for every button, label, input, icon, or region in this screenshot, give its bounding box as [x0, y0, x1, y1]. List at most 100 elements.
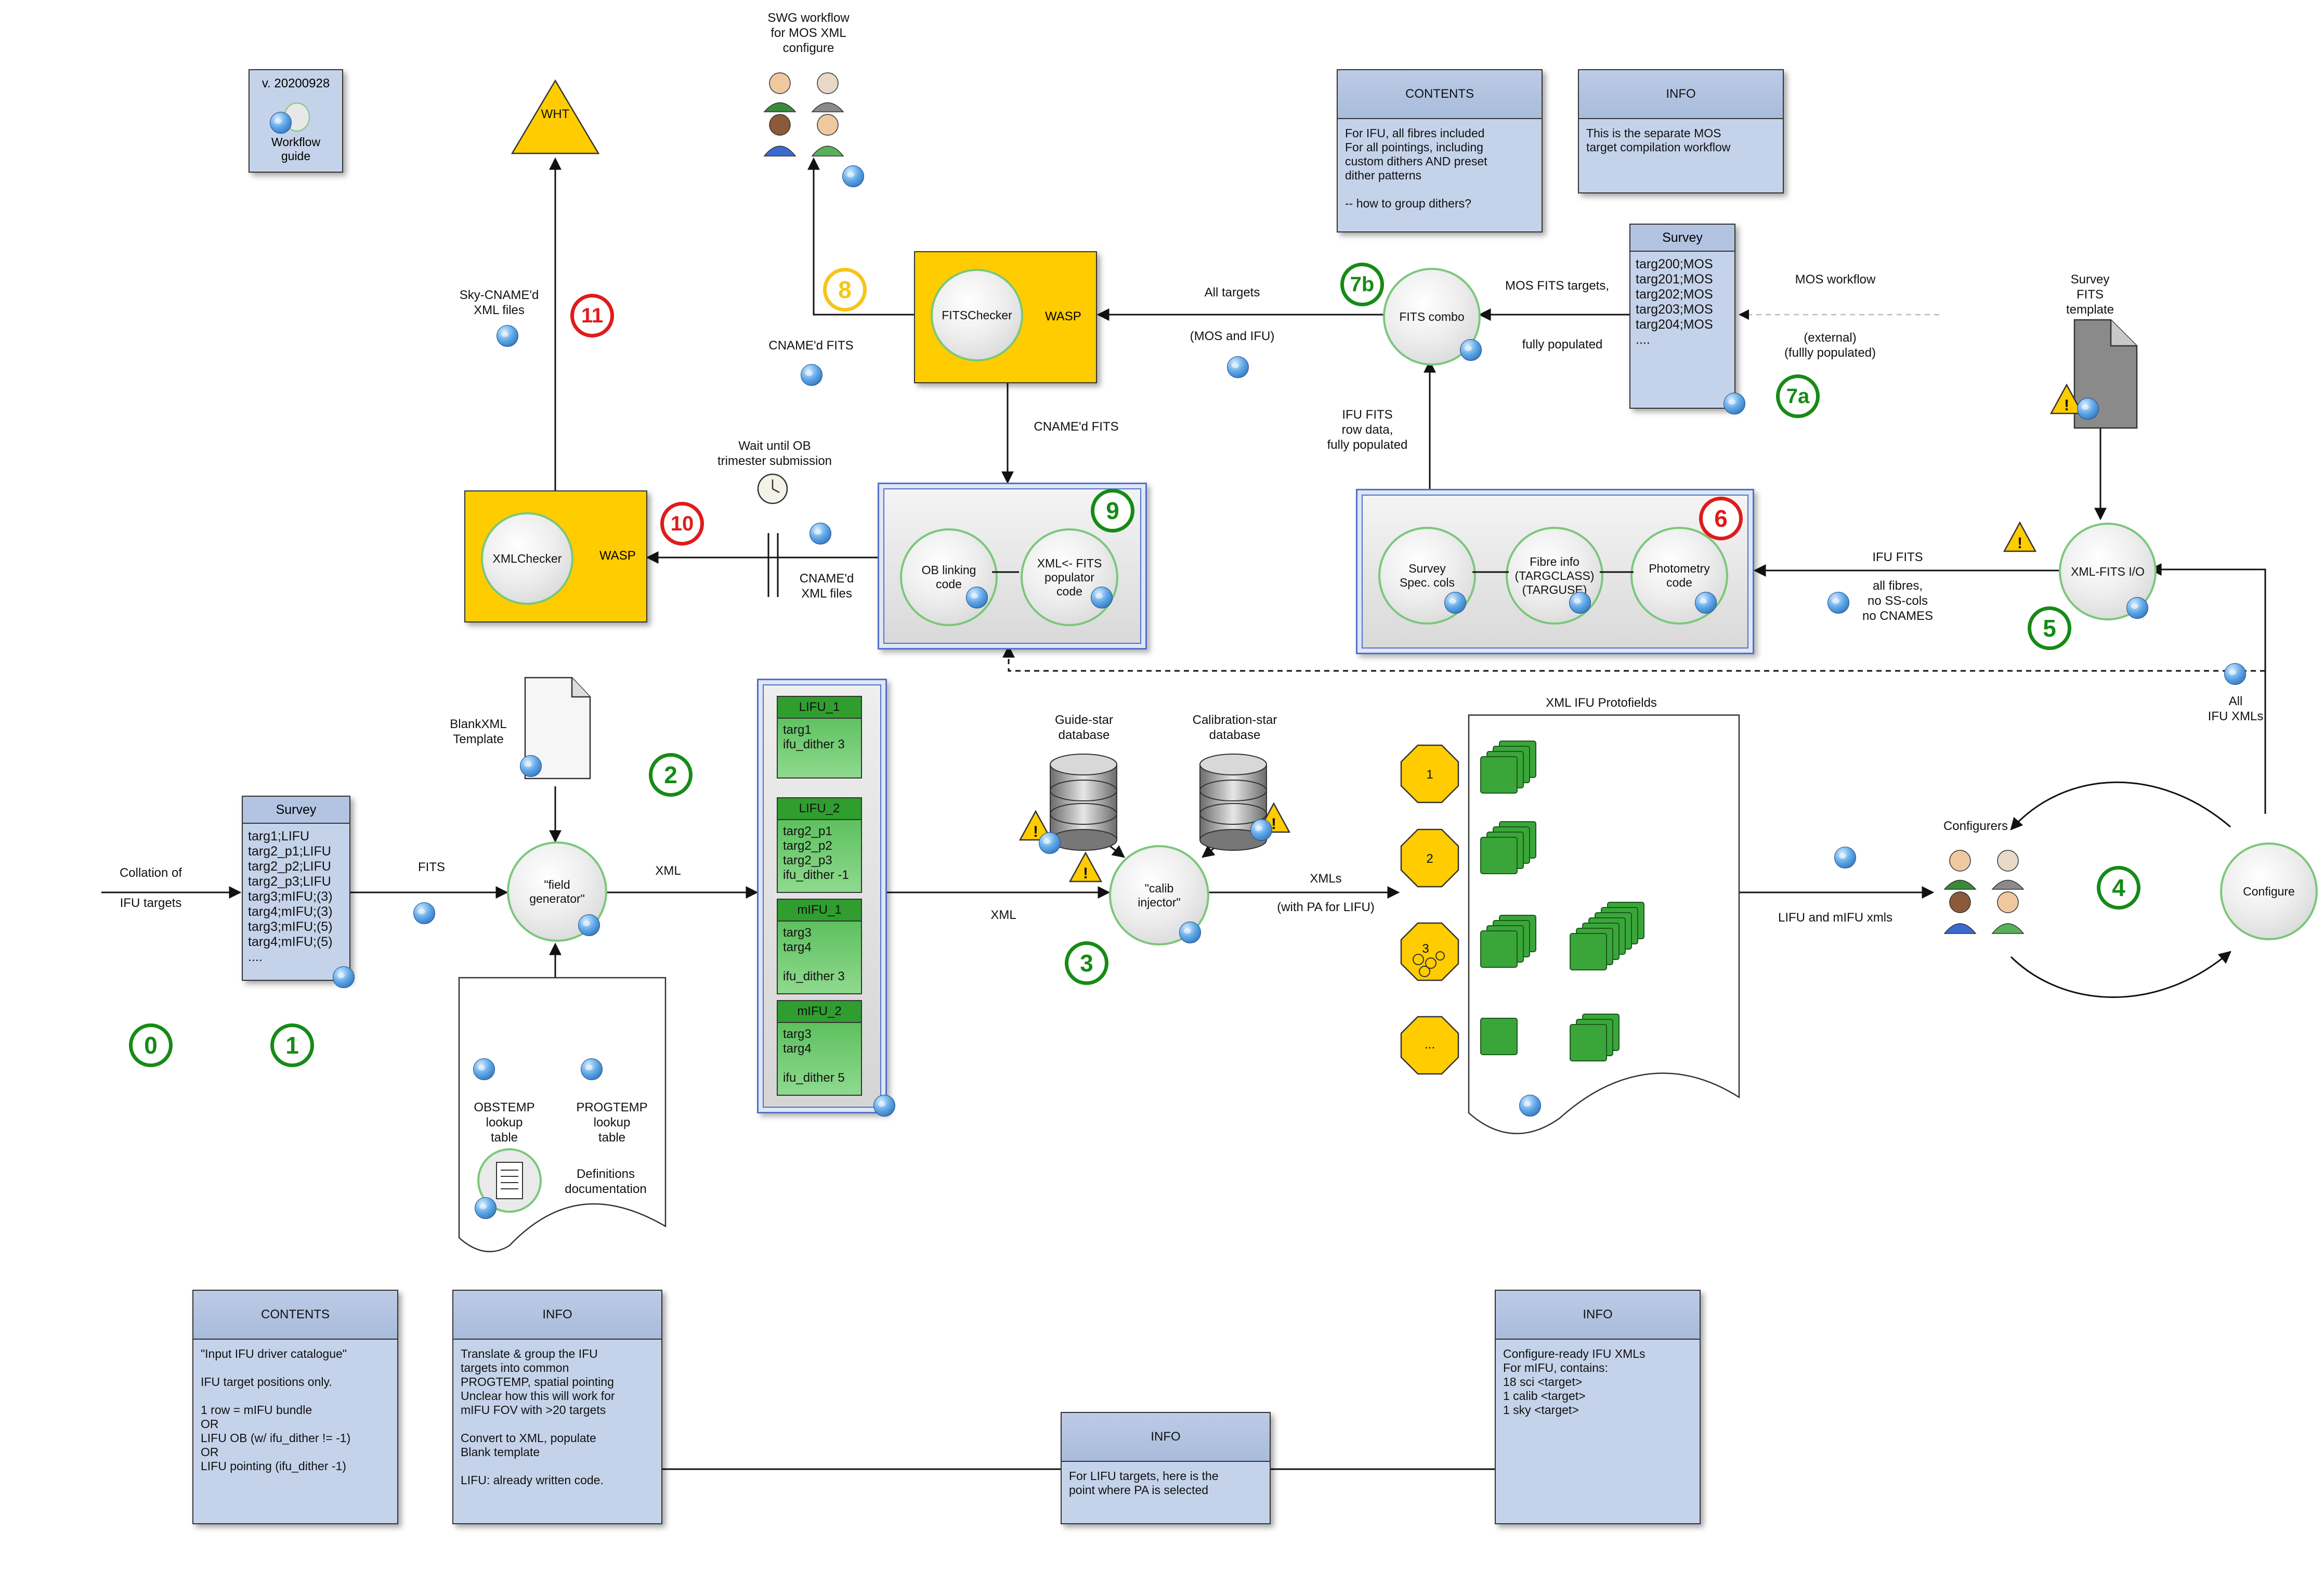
octagon-2-label: 2 — [1426, 852, 1433, 866]
globe-icon — [1827, 592, 1849, 614]
globe-icon — [333, 966, 355, 988]
xmlchecker-wasp-box[interactable]: XMLChecker WASP — [464, 490, 647, 623]
configurers-label: Configurers — [1943, 819, 2008, 833]
fits-combo-node[interactable]: FITS combo — [1383, 268, 1481, 366]
step-7a-badge: 7a — [1776, 374, 1820, 418]
info-card-bottom-3-title: INFO — [1496, 1291, 1700, 1340]
mos-fits-targets-label: MOS FITS targets, — [1505, 279, 1610, 293]
arrow-configurers-to-configure — [2010, 951, 2231, 998]
globe-icon — [497, 325, 518, 347]
info-card-bottom-1-title: INFO — [453, 1291, 661, 1340]
svg-text:!: ! — [1271, 815, 1276, 833]
blank-template-label: BlankXML Template — [450, 717, 507, 746]
globe-icon — [873, 1095, 895, 1117]
green-card-lifu-1-title: LIFU_1 — [778, 697, 861, 719]
step-8-badge: 8 — [823, 268, 867, 312]
fibre-info-node[interactable]: Fibre info (TARGCLASS) (TARGUSE) — [1506, 527, 1603, 625]
xmlchecker-node[interactable]: XMLChecker — [481, 512, 573, 605]
globe-icon — [966, 587, 988, 608]
guide-star-database-shape — [1050, 754, 1117, 851]
green-card-lifu-1[interactable]: LIFU_1 targ1 ifu_dither 3 — [777, 696, 862, 779]
globe-icon — [1091, 587, 1113, 608]
green-card-mifu-1-title: mIFU_1 — [778, 900, 861, 922]
configure-label: Configure — [2243, 884, 2295, 898]
ob-linking-connector — [992, 571, 1019, 573]
configure-node[interactable]: Configure — [2220, 842, 2318, 940]
svg-text:!: ! — [1033, 823, 1038, 840]
survey-ifu-table[interactable]: Survey targ1;LIFU targ2_p1;LIFU targ2_p2… — [242, 796, 350, 981]
info-card-bottom-2: INFO For LIFU targets, here is the point… — [1061, 1412, 1271, 1524]
warning-icon-guide-db — [1019, 810, 1053, 841]
survey-mos-table[interactable]: Survey targ200;MOS targ201;MOS targ202;M… — [1629, 224, 1735, 409]
all-fibres-label: all fibres, no SS-cols no CNAMES — [1862, 579, 1934, 623]
info-card-top-body: This is the separate MOS target compilat… — [1586, 126, 1731, 154]
version-label: v. 20200928 — [262, 76, 330, 90]
step-5-badge: 5 — [2028, 606, 2071, 650]
survey-mos-title: Survey — [1630, 225, 1734, 252]
field-generator-label: "field generator" — [529, 877, 585, 905]
fitschecker-wasp-box[interactable]: FITSChecker WASP — [914, 251, 1097, 383]
green-card-lifu-1-body: targ1 ifu_dither 3 — [783, 723, 845, 751]
configurers-people-icon — [1943, 850, 2025, 934]
wht-telescope-shape — [511, 79, 600, 154]
step-9-badge: 9 — [1091, 489, 1134, 533]
xml-fits-populator-node[interactable]: XML<- FITS populator code — [1021, 528, 1118, 626]
ob-linking-node[interactable]: OB linking code — [900, 528, 998, 626]
obstemp-label: OBSTEMP lookup table — [474, 1100, 535, 1145]
fibre-data-group[interactable]: Survey Spec. cols Fibre info (TARGCLASS)… — [1356, 489, 1754, 654]
wht-label: WHT — [541, 107, 570, 121]
with-pa-label: (with PA for LIFU) — [1277, 900, 1375, 914]
version-card[interactable]: v. 20200928 Workflow guide — [249, 69, 343, 173]
green-card-lifu-2-body: targ2_p1 targ2_p2 targ2_p3 ifu_dither -1 — [783, 824, 849, 882]
documentation-icon — [477, 1148, 542, 1213]
swg-people-icon — [763, 72, 844, 157]
protofield-card — [1480, 1018, 1518, 1055]
step-7b-badge: 7b — [1340, 263, 1384, 306]
info-card-top-title: INFO — [1579, 70, 1783, 119]
globe-icon — [578, 914, 600, 936]
globe-icon — [413, 902, 435, 924]
fitschecker-node[interactable]: FITSChecker — [931, 269, 1023, 361]
xml-fits-populator-label: XML<- FITS populator code — [1037, 556, 1102, 598]
green-card-mifu-2[interactable]: mIFU_2 targ3 targ4 ifu_dither 5 — [777, 1000, 862, 1096]
globe-icon — [810, 523, 831, 544]
cname-xml-files-label: CNAME'd XML files — [799, 572, 854, 601]
external-label: (external) (fullly populated) — [1784, 331, 1876, 360]
octagon-3 — [1400, 922, 1459, 981]
globe-icon — [801, 364, 822, 386]
green-card-mifu-2-title: mIFU_2 — [778, 1001, 861, 1023]
guide-star-db-label: Guide-star database — [1054, 713, 1114, 742]
protofield-card — [1480, 930, 1518, 968]
fitschecker-label: FITSChecker — [942, 308, 1012, 322]
globe-icon — [1695, 592, 1717, 614]
info-card-bottom-2-body: For LIFU targets, here is the point wher… — [1069, 1469, 1219, 1497]
green-card-mifu-1[interactable]: mIFU_1 targ3 targ4 ifu_dither 3 — [777, 899, 862, 994]
green-card-mifu-2-body: targ3 targ4 ifu_dither 5 — [783, 1027, 845, 1085]
globe-icon — [1569, 592, 1591, 614]
globe-icon — [1460, 339, 1482, 361]
warning-icon-xmlfits — [2003, 521, 2037, 552]
globe-icon — [1227, 356, 1249, 378]
all-targets-label: All targets — [1204, 286, 1260, 300]
sky-cname-xml-label: Sky-CNAME'd XML files — [459, 288, 539, 317]
step-4-badge: 4 — [2097, 866, 2140, 910]
contents-card-bottom-body: "Input IFU driver catalogue" IFU target … — [201, 1347, 351, 1473]
protofields-label: XML IFU Protofields — [1546, 696, 1657, 710]
clock-icon — [757, 473, 788, 504]
octagon-2 — [1400, 828, 1459, 888]
globe-icon — [473, 1058, 495, 1080]
globe-icon — [270, 112, 292, 134]
green-card-lifu-2[interactable]: LIFU_2 targ2_p1 targ2_p2 targ2_p3 ifu_di… — [777, 797, 862, 893]
globe-icon — [1724, 393, 1745, 414]
contents-card-top-title: CONTENTS — [1338, 70, 1542, 119]
xmlchecker-label: XMLChecker — [492, 551, 562, 565]
green-cards-group[interactable]: LIFU_1 targ1 ifu_dither 3 LIFU_2 targ2_p… — [757, 679, 887, 1113]
octagon-1 — [1400, 744, 1459, 803]
fully-populated-label: fully populated — [1522, 338, 1603, 352]
survey-fits-template-label: Survey FITS template — [2066, 273, 2114, 317]
survey-ifu-title: Survey — [243, 797, 349, 824]
survey-spec-label: Survey Spec. cols — [1399, 562, 1455, 589]
arrow-configure-to-obgroup — [1002, 645, 2265, 672]
globe-icon — [1444, 592, 1466, 614]
